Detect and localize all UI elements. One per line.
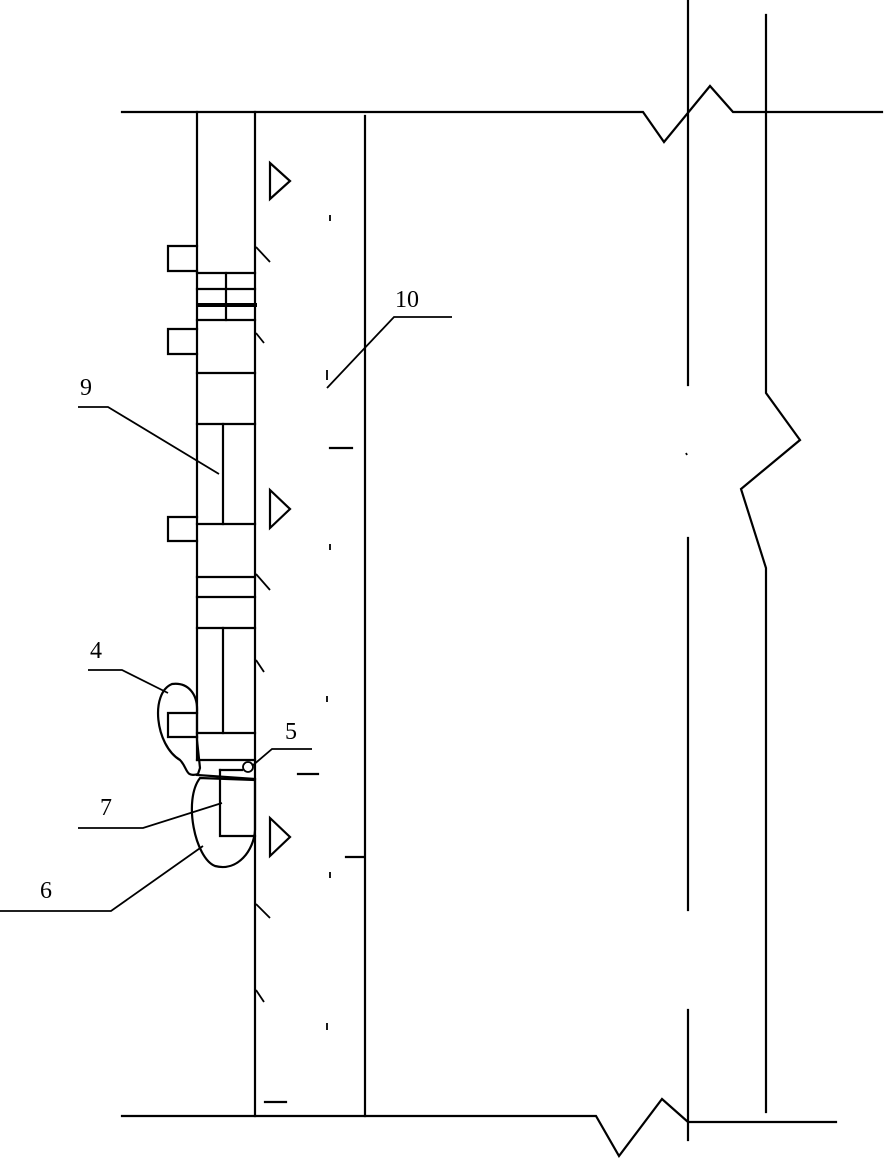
right-break-lines <box>686 0 802 1142</box>
callout-5: 5 <box>285 719 297 745</box>
callout-9: 9 <box>80 375 92 401</box>
mast-column <box>195 110 257 762</box>
center-mark <box>685 452 688 456</box>
wall-hatch-marks <box>255 160 366 1104</box>
callout-10: 10 <box>395 287 419 313</box>
callout-4: 4 <box>90 638 102 664</box>
wall-band <box>253 110 367 1118</box>
detail-bubble-4 <box>156 682 202 776</box>
lower-box <box>195 768 257 838</box>
top-break-line <box>120 84 884 144</box>
callout-6: 6 <box>40 878 52 904</box>
pin-5 <box>242 761 254 773</box>
detail-bubble-6 <box>190 776 257 869</box>
bottom-break-line <box>120 1097 838 1158</box>
leader-lines <box>0 316 452 912</box>
side-brackets <box>166 244 199 739</box>
callout-7: 7 <box>100 795 112 821</box>
